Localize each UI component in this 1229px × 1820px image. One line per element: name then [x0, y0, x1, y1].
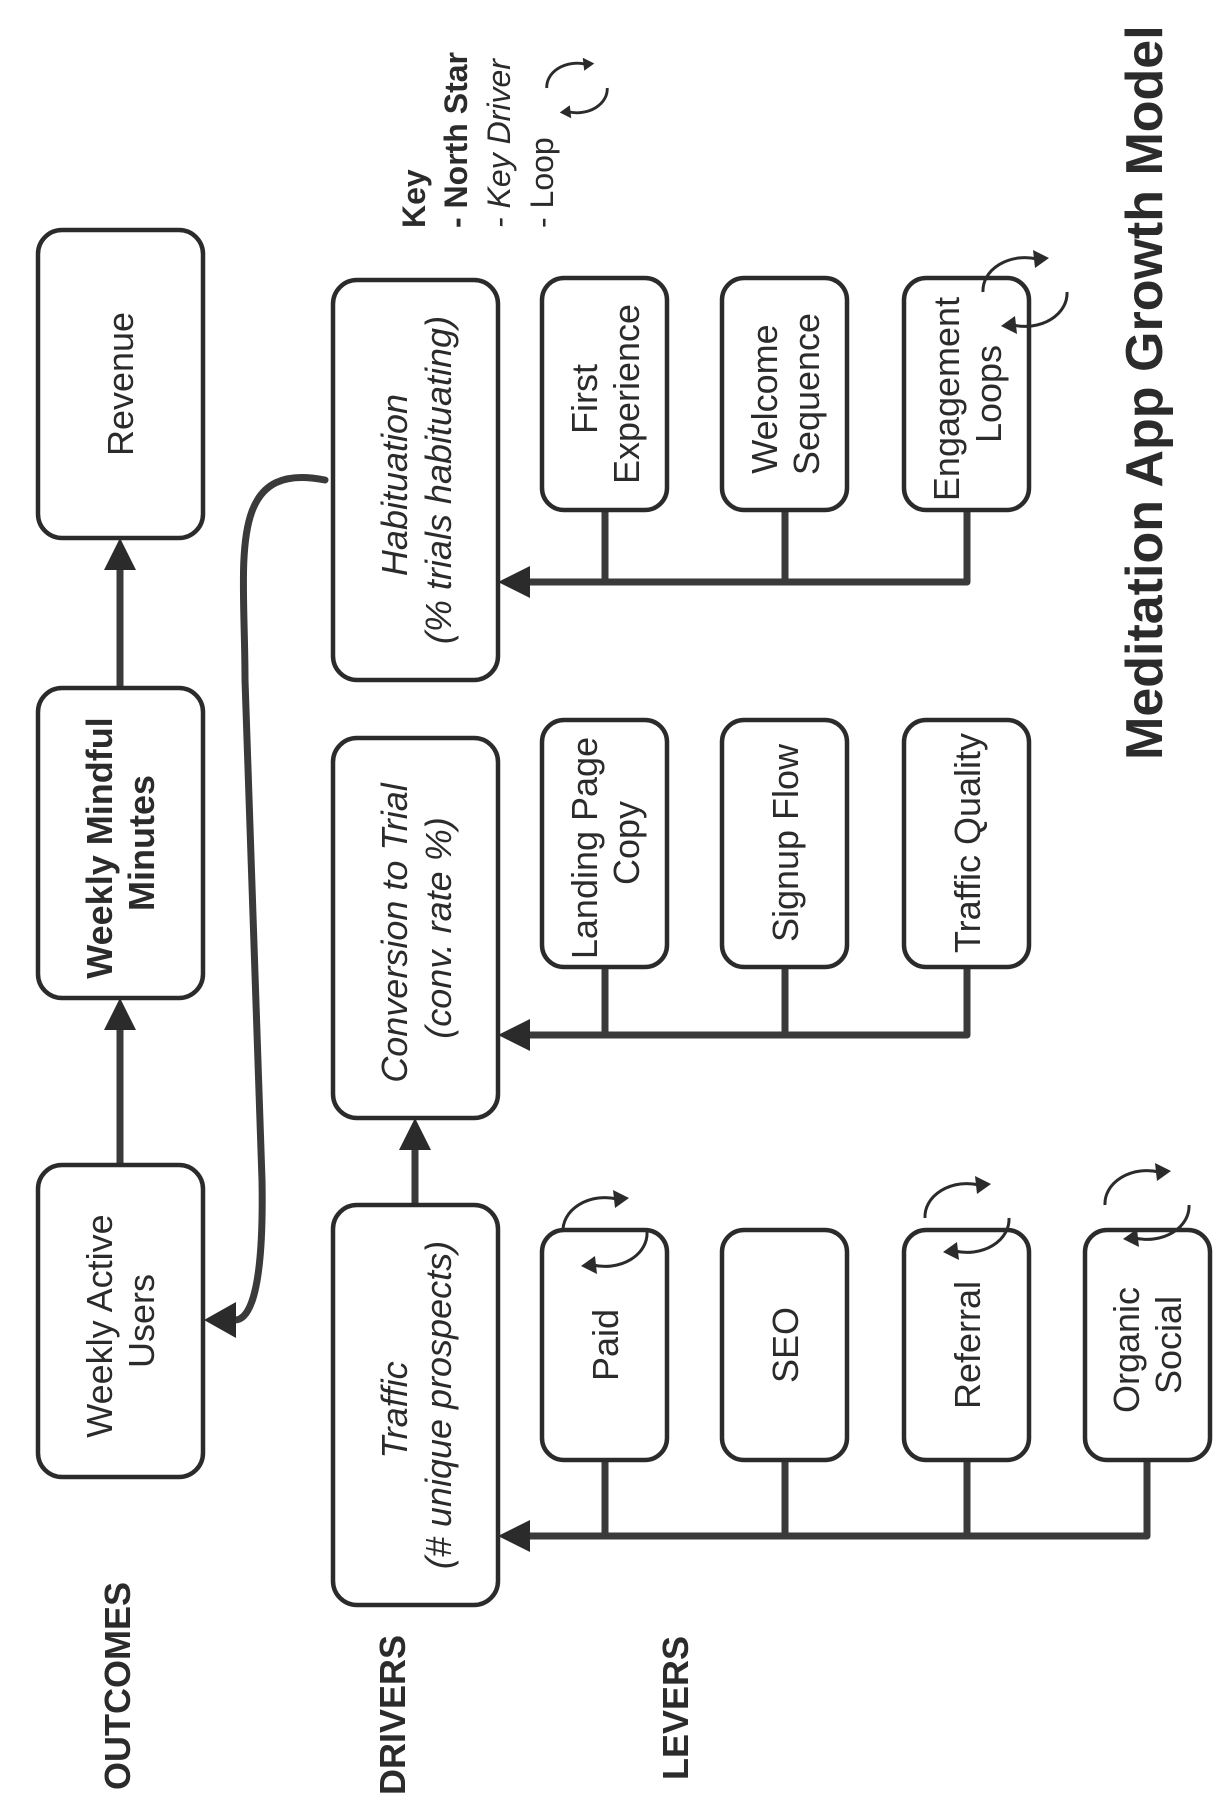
- conversion-line-2: (conv. rate %): [418, 817, 459, 1038]
- engagement-line-1: Engagement: [926, 297, 967, 501]
- bracket-habituation-levers: [526, 506, 971, 586]
- conversion-levers: Landing Page Copy Signup Flow Traffic Qu…: [539, 717, 1032, 970]
- loop-icon-paid: [561, 1190, 649, 1274]
- svg-text:Engagement Loops: Engagement Loops: [926, 287, 1009, 501]
- arrowhead-traffic: [498, 1520, 530, 1552]
- box-traffic: Traffic (# unique prospects): [330, 1202, 501, 1608]
- key-north-star: - North Star: [438, 52, 474, 228]
- svg-text:Conversion to Trial (c: Conversion to Trial (conv. rate %): [374, 773, 459, 1082]
- section-drivers: DRIVERS: [372, 1635, 413, 1795]
- section-outcomes: OUTCOMES: [97, 1582, 138, 1790]
- bracket-conversion-levers: [526, 963, 971, 1039]
- arrowhead-conversion-levers: [498, 1019, 530, 1051]
- box-habituation: Habituation (% trials habituating): [330, 277, 501, 683]
- traffic-levers: Paid SEO Referral Organic Social: [539, 1227, 1213, 1463]
- bracket-traffic-levers: [526, 1456, 1151, 1540]
- wau-line-1: Weekly Active: [79, 1214, 120, 1437]
- arrowhead-wau: [204, 1302, 236, 1338]
- lever-engagement-loops: Engagement Loops: [901, 275, 1032, 513]
- svg-text:First Experience: First Experience: [564, 304, 647, 484]
- lever-welcome-sequence: Welcome Sequence: [719, 275, 850, 513]
- lever-seo-label: SEO: [765, 1307, 806, 1383]
- lever-first-experience: First Experience: [539, 275, 670, 513]
- svg-text:Organic Social: Organic Social: [1106, 1277, 1189, 1413]
- svg-text:Habituation (% trials: Habituation (% trials habituating): [374, 316, 459, 644]
- curve-habituation-to-wau: [231, 474, 329, 1324]
- lever-referral: Referral: [901, 1227, 1032, 1463]
- box-weekly-mindful-minutes: Weekly Mindful Minutes: [35, 685, 206, 1001]
- welcome-line-1: Welcome: [744, 324, 785, 473]
- welcome-line-2: Sequence: [786, 313, 827, 475]
- driver-boxes: Traffic (# unique prospects) Conversion …: [330, 277, 501, 1608]
- landing-line-1: Landing Page: [564, 737, 605, 959]
- lever-referral-label: Referral: [947, 1281, 988, 1409]
- habituation-line-1: Habituation: [374, 394, 415, 576]
- diagram-title: Meditation App Growth Model: [1116, 25, 1174, 760]
- organic-line-2: Social: [1148, 1296, 1189, 1394]
- svg-text:Weekly Active Users: Weekly Active Users: [79, 1204, 162, 1437]
- svg-text:Welcome Sequence: Welcome Sequence: [744, 313, 827, 475]
- loop-icons: [545, 57, 1191, 1274]
- key-key-driver: - Key Driver: [481, 58, 517, 228]
- arrowhead-minutes: [104, 998, 136, 1030]
- section-labels: OUTCOMES DRIVERS LEVERS: [97, 1582, 696, 1795]
- lever-seo: SEO: [719, 1227, 850, 1463]
- section-levers: LEVERS: [655, 1636, 696, 1780]
- minutes-line-1: Weekly Mindful: [79, 717, 120, 978]
- loop-icon-engagement: [981, 250, 1069, 334]
- key-legend: Key - North Star - Key Driver - Loop: [396, 52, 560, 228]
- arrowhead-revenue: [104, 538, 136, 570]
- lever-landing-page-copy: Landing Page Copy: [539, 717, 670, 970]
- lever-traffic-quality-label: Traffic Quality: [947, 733, 988, 953]
- svg-text:Landing Page Copy: Landing Page Copy: [564, 727, 647, 959]
- organic-line-1: Organic: [1106, 1287, 1147, 1413]
- lever-signup-label: Signup Flow: [765, 743, 806, 942]
- lever-organic-social: Organic Social: [1082, 1227, 1213, 1463]
- outcome-boxes: Weekly Active Users Weekly Mindful Minut…: [35, 227, 206, 1480]
- lever-paid: Paid: [539, 1227, 670, 1463]
- minutes-line-2: Minutes: [121, 775, 162, 911]
- engagement-line-2: Loops: [968, 345, 1009, 443]
- lever-traffic-quality: Traffic Quality: [901, 717, 1032, 970]
- loop-icon-organic-social: [1103, 1163, 1191, 1247]
- lever-signup-flow: Signup Flow: [719, 717, 850, 970]
- arrowhead-habituation-levers: [498, 566, 530, 598]
- revenue-label: Revenue: [100, 312, 141, 456]
- connectors: [104, 474, 1151, 1552]
- wau-line-2: Users: [121, 1274, 162, 1368]
- first-line-1: First: [564, 364, 605, 434]
- svg-text:Weekly Mindful Minutes: Weekly Mindful Minutes: [79, 707, 162, 978]
- box-revenue: Revenue: [35, 227, 206, 541]
- loop-icon-key: [545, 57, 609, 119]
- lever-paid-label: Paid: [585, 1309, 626, 1381]
- key-heading: Key: [396, 169, 432, 228]
- svg-text:Traffic (# unique pros: Traffic (# unique prospects): [374, 1241, 459, 1569]
- habituation-line-2: (% trials habituating): [418, 316, 459, 644]
- loop-icon-referral: [923, 1176, 1011, 1260]
- habituation-levers: First Experience Welcome Sequence Engage…: [539, 275, 1032, 513]
- box-conversion-to-trial: Conversion to Trial (conv. rate %): [330, 735, 501, 1121]
- landing-line-2: Copy: [606, 801, 647, 885]
- traffic-line-2: (# unique prospects): [418, 1241, 459, 1569]
- box-weekly-active-users: Weekly Active Users: [35, 1162, 206, 1480]
- key-loop: - Loop: [524, 137, 560, 228]
- arrowhead-conversion: [399, 1118, 431, 1150]
- first-line-2: Experience: [606, 304, 647, 484]
- traffic-line-1: Traffic: [374, 1361, 415, 1458]
- conversion-line-1: Conversion to Trial: [374, 782, 415, 1082]
